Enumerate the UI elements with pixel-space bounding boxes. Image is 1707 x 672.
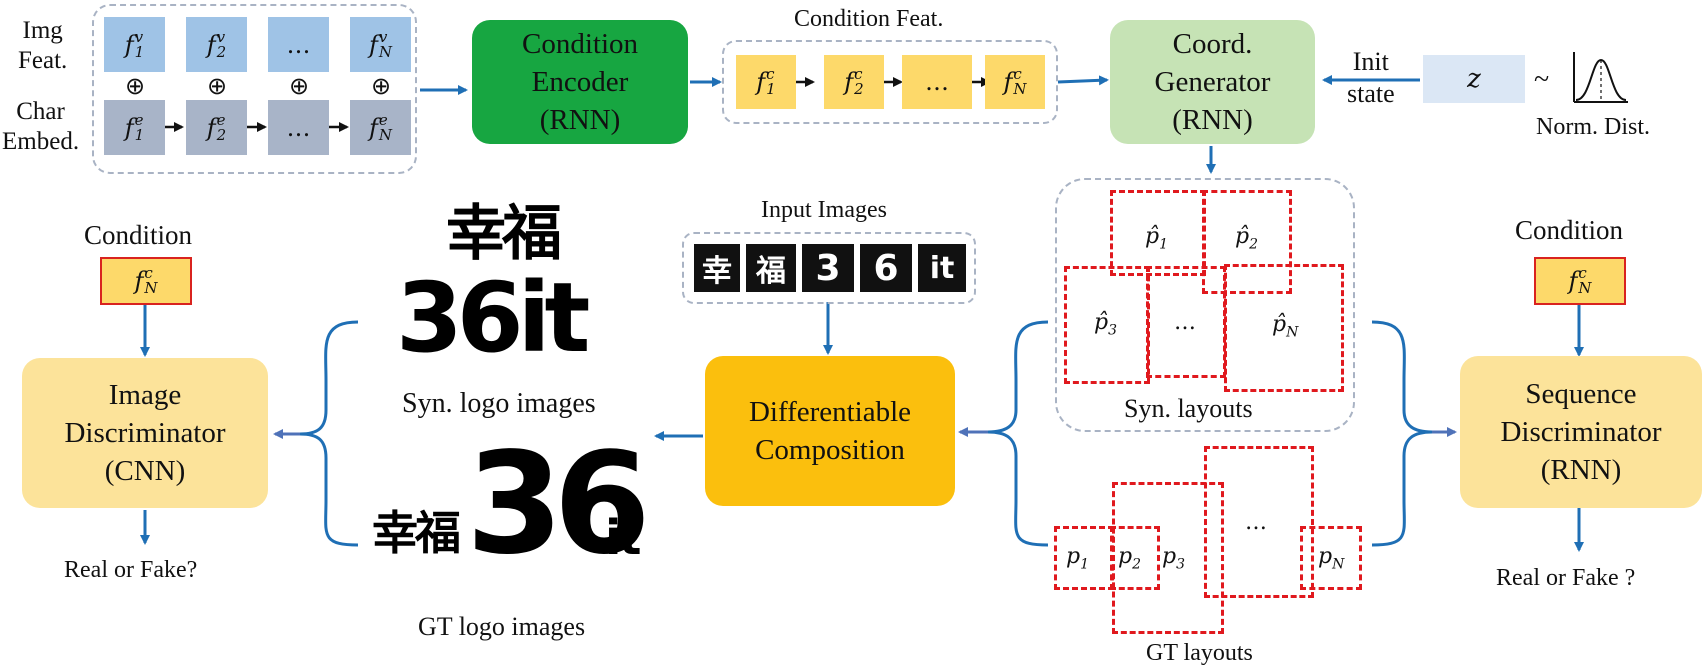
oplus-2: ⊕ — [207, 72, 228, 100]
brace-logos — [299, 320, 359, 547]
syn-box-2 — [1202, 190, 1292, 294]
char-embed-label: Char Embed. — [2, 98, 80, 155]
gt-box-ellipsis — [1204, 446, 1314, 598]
gt-box-n — [1300, 526, 1362, 590]
syn-box-n — [1224, 264, 1344, 392]
input-tile-2: 福 — [746, 244, 796, 292]
gt-box-3 — [1112, 482, 1224, 634]
gt-box-2 — [1110, 526, 1160, 590]
syn-layouts-container — [1055, 178, 1355, 432]
brace-layouts — [987, 320, 1049, 547]
vis-feat-ellipsis: … — [268, 17, 329, 72]
arrow-condfeat-to-generator — [1057, 75, 1109, 86]
normal-distribution-icon — [1573, 52, 1628, 103]
norm-dist-label: Norm. Dist. — [1536, 114, 1650, 140]
input-tile-3: 3 — [802, 244, 854, 292]
cond-feat-ellipsis: … — [902, 55, 972, 109]
emb-feat-ellipsis: … — [268, 100, 329, 155]
syn-label-1: p̂1 — [1145, 224, 1169, 253]
real-fake-right-label: Real or Fake ? — [1496, 565, 1636, 591]
oplus-1: ⊕ — [125, 72, 146, 100]
oplus-3: ⊕ — [289, 72, 310, 100]
differentiable-composition-block: Differentiable Composition — [705, 356, 955, 506]
gt-label-3: p3 — [1162, 544, 1186, 573]
gt-logo-left: 幸福 — [372, 506, 461, 560]
input-tile-1: 幸 — [694, 244, 740, 292]
gt-label-1: p1 — [1066, 544, 1090, 573]
sequence-discriminator-block: Sequence Discriminator (RNN) — [1460, 356, 1702, 508]
input-tile-4: 6 — [860, 244, 912, 292]
syn-logo-line1: 幸福 — [446, 199, 562, 269]
syn-label-2: p̂2 — [1235, 224, 1259, 253]
input-images-container — [682, 232, 976, 304]
init-state-label: Init state — [1347, 47, 1395, 108]
syn-label-ellipsis: … — [1174, 310, 1196, 335]
syn-logo-label: Syn. logo images — [402, 388, 596, 419]
syn-layouts-label: Syn. layouts — [1124, 394, 1253, 423]
input-tile-5: it — [918, 244, 966, 292]
gt-logo-right: it — [605, 510, 641, 566]
syn-label-3: p̂3 — [1094, 310, 1118, 339]
condition-left-label: Condition — [84, 220, 193, 250]
gt-label-n: pN — [1318, 544, 1345, 573]
brace-seq — [1371, 320, 1433, 547]
oplus-4: ⊕ — [371, 72, 392, 100]
feature-container — [92, 4, 417, 174]
img-feat-label: Img Feat. — [18, 17, 68, 74]
gt-label-ellipsis: … — [1245, 510, 1267, 535]
gt-logo-label: GT logo images — [418, 612, 586, 641]
coord-generator-block: Coord. Generator (RNN) — [1110, 20, 1315, 144]
syn-label-n: p̂N — [1272, 312, 1299, 341]
image-discriminator-block: Image Discriminator (CNN) — [22, 358, 268, 508]
real-fake-left-label: Real or Fake? — [64, 557, 198, 583]
condition-feat-container — [722, 40, 1058, 124]
gt-label-2: p2 — [1118, 544, 1142, 573]
z-box: z — [1423, 55, 1525, 103]
gt-layouts-label: GT layouts — [1146, 640, 1253, 666]
condition-encoder-block: Condition Encoder (RNN) — [472, 20, 688, 144]
gt-logo-mid: 36 — [466, 423, 651, 586]
syn-logo-line2: 36it — [396, 262, 590, 374]
condition-right-label: Condition — [1515, 215, 1624, 245]
condition-feat-label: Condition Feat. — [794, 6, 944, 32]
input-images-label: Input Images — [761, 197, 887, 223]
tilde-symbol: ~ — [1534, 64, 1550, 95]
